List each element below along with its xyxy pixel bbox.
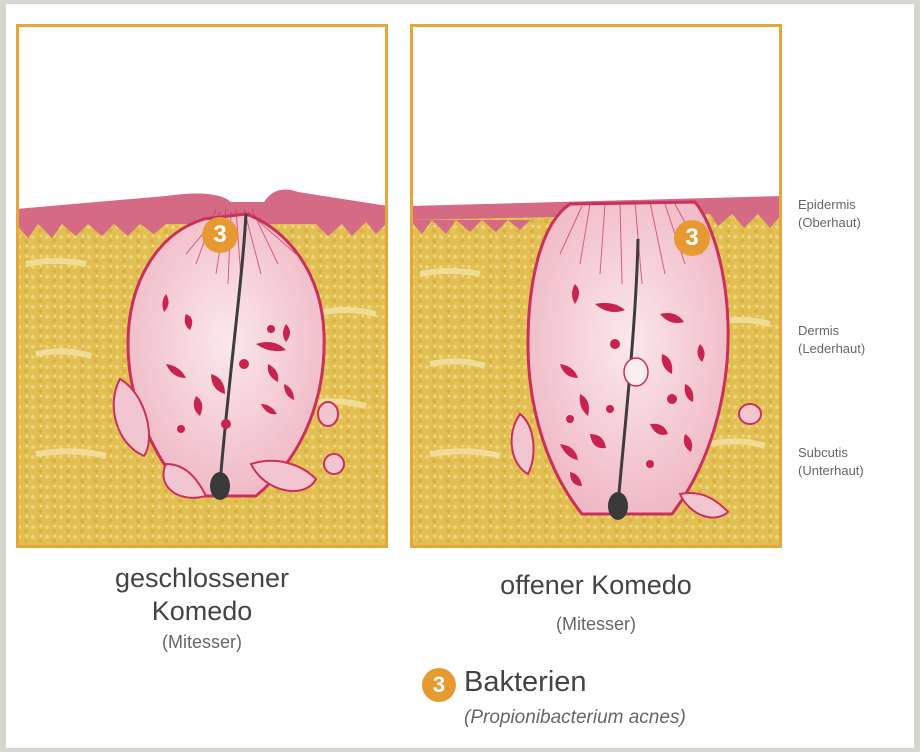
layer-label-epidermis: Epidermis (Oberhaut) (798, 196, 861, 232)
diagram-page: 3 (6, 4, 914, 748)
caption-subtitle: (Mitesser) (16, 628, 388, 656)
open-comedo-illustration (410, 24, 782, 548)
legend-label: Bakterien (464, 666, 587, 699)
layer-label-subcutis: Subcutis (Unterhaut) (798, 444, 864, 480)
closed-comedo-panel: 3 (16, 24, 388, 548)
layer-translation: (Lederhaut) (798, 340, 865, 358)
closed-comedo-caption: geschlossener Komedo (Mitesser) (16, 562, 388, 656)
legend-sublabel: (Propionibacterium acnes) (464, 707, 686, 729)
layer-translation: (Oberhaut) (798, 214, 861, 232)
layer-translation: (Unterhaut) (798, 462, 864, 480)
layer-name: Epidermis (798, 196, 861, 214)
closed-comedo-illustration (16, 24, 388, 548)
bacteria-marker: 3 (674, 220, 710, 256)
legend-marker: 3 (422, 668, 456, 702)
layer-label-dermis: Dermis (Lederhaut) (798, 322, 865, 358)
caption-title: geschlossener (16, 562, 388, 595)
open-comedo-caption: offener Komedo (Mitesser) (410, 569, 782, 638)
caption-title-line2: Komedo (16, 595, 388, 628)
open-comedo-panel: 3 (410, 24, 782, 548)
bacteria-marker: 3 (202, 217, 238, 253)
caption-subtitle: (Mitesser) (410, 610, 782, 638)
layer-name: Subcutis (798, 444, 864, 462)
caption-title: offener Komedo (410, 569, 782, 602)
layer-name: Dermis (798, 322, 865, 340)
